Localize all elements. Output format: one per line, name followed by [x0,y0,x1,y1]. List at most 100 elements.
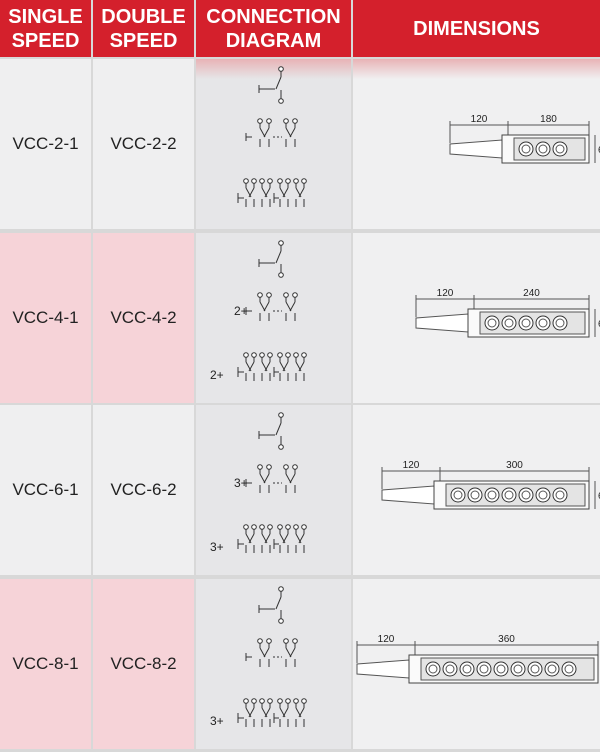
double-speed-switch-symbol [237,178,307,207]
pendant-cable [381,485,435,505]
switch-blade [264,187,271,198]
switch-blade [289,647,296,658]
mid-prefix-label: 2+ [234,304,248,318]
switch-blade [289,473,296,484]
button-circle [484,487,500,503]
terminal-circle [257,292,263,298]
dim-height-label: 69 [598,319,600,330]
terminal-circle [243,352,249,358]
terminal-circle [266,638,272,644]
terminal-circle [243,524,249,530]
terminal-circle [293,178,299,184]
terminal-circle [257,638,263,644]
terminal-circle [277,698,283,704]
mid-prefix-label: 3+ [234,476,248,490]
switch-blade [263,473,270,484]
switch-blade [275,422,282,436]
switch-blade [285,647,292,658]
terminal-circle [267,178,273,184]
button-inner [547,664,557,674]
pendant-body [408,654,599,684]
cable [415,313,469,333]
terminal-circle [277,352,283,358]
terminal-circle [293,524,299,530]
connection-diagram: 2+2+ [196,233,351,403]
terminal-circle [301,698,307,704]
terminal-circle [278,98,284,104]
switch-blade [282,707,289,718]
terminal-circle [293,698,299,704]
switch-blade [259,301,266,312]
button-circle [552,487,568,503]
actuator [258,431,275,439]
button-circle [501,487,517,503]
cable [381,485,435,505]
double-speed-switch-symbol: 3+ [210,698,307,728]
button-inner [521,318,531,328]
button-circle [484,315,500,331]
switch-blade [263,127,270,138]
header-dimensions: DIMENSIONS [353,0,600,57]
switch-blade [298,187,305,198]
dimension-drawing: 12024069 [353,233,600,403]
switch-blade [289,301,296,312]
actuator [273,713,279,723]
terminal-circle [259,524,265,530]
switch-blade [259,647,266,658]
actuator [273,367,279,377]
button-inner [428,664,438,674]
terminal-circle [278,586,284,592]
actuator [245,653,252,661]
terminal-circle [277,178,283,184]
button-inner [564,664,574,674]
switch-blade [264,533,271,544]
switch-blade [285,473,292,484]
terminal-circle [266,118,272,124]
terminal-circle [267,698,273,704]
stop-switch-symbol [258,66,284,104]
terminal-circle [283,292,289,298]
bottom-prefix-label: 3+ [210,714,224,728]
switch-blade [298,707,305,718]
terminal-circle [293,352,299,358]
button-inner [462,664,472,674]
cable [356,659,410,679]
actuator [258,605,275,613]
button-circle [535,315,551,331]
dim-left-label: 120 [378,634,395,645]
switch-blade [259,127,266,138]
terminal-circle [283,118,289,124]
terminal-circle [301,352,307,358]
terminal-circle [292,638,298,644]
pendant-cable [415,313,469,333]
button-circle [459,661,475,677]
actuator [273,193,279,203]
dim-left-label: 120 [403,460,420,471]
terminal-circle [243,698,249,704]
button-circle [561,661,577,677]
terminal-circle [278,240,284,246]
switch-blade [282,187,289,198]
switch-blade [298,533,305,544]
button-inner [555,144,565,154]
actuator [237,193,244,203]
button-circle [527,661,543,677]
double-speed-model: VCC-4-2 [93,233,194,403]
button-circle [552,315,568,331]
bottom-prefix-label: 3+ [210,540,224,554]
switch-blade [248,707,255,718]
actuator [273,539,279,549]
switch-blade [285,301,292,312]
actuator [245,133,252,141]
switch-blade [248,533,255,544]
button-inner [555,318,565,328]
button-circle [442,661,458,677]
button-circle [518,315,534,331]
terminal-circle [301,178,307,184]
button-inner [504,490,514,500]
switch-blade [263,647,270,658]
